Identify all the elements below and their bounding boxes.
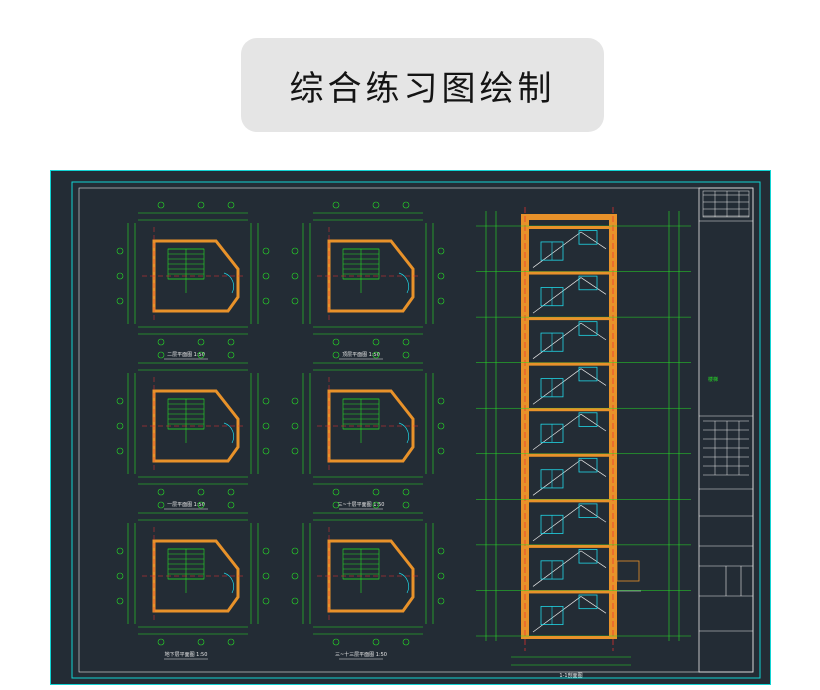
plan-view: 二层平面图 1:50	[116, 201, 270, 360]
inner-border	[71, 181, 761, 679]
title-block-label: 楼梯	[708, 376, 718, 383]
page-title: 综合练习图绘制	[289, 68, 556, 109]
plan-view: 三~十三层平面图 1:50	[291, 501, 445, 660]
plan-caption: 地下层平面图 1:50	[165, 651, 208, 658]
plan-caption: 三~十层平面图 1:50	[337, 501, 384, 508]
inner-border-white	[78, 187, 754, 673]
title-banner: 综合练习图绘制	[241, 38, 604, 132]
plan-caption: 二层平面图 1:50	[167, 352, 205, 358]
section-caption: 1-1剖面图	[559, 672, 582, 679]
plan-view: 三~十层平面图 1:50	[291, 351, 445, 510]
plan-caption: 一层平面图 1:50	[167, 502, 205, 508]
cad-drawing: 二层平面图 1:50 顶层平面图 1:50 一层平面图 1:50 三~十层平面图 1:…	[50, 170, 771, 685]
cad-drawing-canvas: 二层平面图 1:50 顶层平面图 1:50 一层平面图 1:50 三~十层平面图 1:…	[71, 181, 761, 679]
plan-view: 一层平面图 1:50	[116, 351, 270, 510]
plan-caption: 顶层平面图 1:50	[342, 352, 380, 358]
plan-caption: 三~十三层平面图 1:50	[335, 651, 387, 658]
plan-view: 地下层平面图 1:50	[116, 501, 270, 660]
section-view: 1-1剖面图	[476, 207, 691, 679]
title-block: 楼梯	[698, 187, 754, 673]
plan-view: 顶层平面图 1:50	[291, 201, 445, 360]
